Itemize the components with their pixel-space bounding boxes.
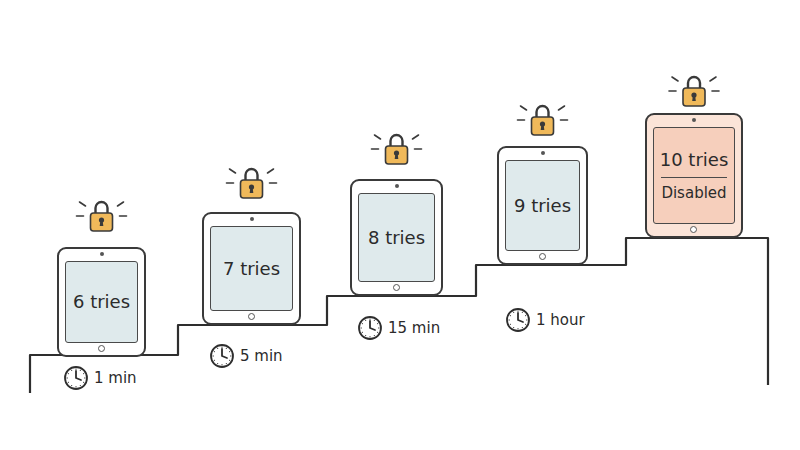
tablet-device: 6 tries — [57, 247, 146, 357]
tablet-device: 10 triesDisabled — [645, 113, 744, 238]
wait-time: 5 min — [240, 347, 283, 365]
wait-time: 15 min — [388, 319, 440, 337]
home-button — [393, 284, 400, 291]
clock-icon — [359, 317, 381, 339]
tablet-screen: 8 tries — [358, 193, 435, 282]
home-button — [248, 313, 255, 320]
home-button — [98, 345, 105, 352]
tries-count: 9 tries — [514, 195, 571, 217]
home-button — [539, 253, 546, 260]
camera-dot — [541, 151, 545, 155]
tries-count: 6 tries — [73, 291, 130, 313]
home-button — [690, 226, 697, 233]
clock-icon — [507, 309, 529, 331]
tablet-screen: 9 tries — [505, 160, 580, 251]
tries-count: 10 tries — [660, 149, 729, 171]
tries-count: 7 tries — [223, 258, 280, 280]
padlock — [518, 106, 568, 135]
padlock — [227, 169, 277, 198]
camera-dot — [100, 252, 104, 256]
tablet-device: 8 tries — [350, 179, 443, 296]
tablet-screen: 10 triesDisabled — [653, 127, 736, 224]
wait-time: 1 hour — [536, 311, 585, 329]
camera-dot — [250, 217, 254, 221]
tablet-screen: 6 tries — [65, 261, 138, 343]
wait-time: 1 min — [94, 369, 137, 387]
padlock — [77, 202, 127, 231]
camera-dot — [692, 118, 696, 122]
camera-dot — [395, 184, 399, 188]
tries-count: 8 tries — [368, 227, 425, 249]
clock-icon — [65, 367, 87, 389]
tablet-screen: 7 tries — [210, 226, 293, 311]
clock-icon — [211, 345, 233, 367]
padlock — [372, 135, 422, 164]
tablet-device: 9 tries — [497, 146, 588, 265]
padlock — [669, 77, 719, 106]
tablet-device: 7 tries — [202, 212, 301, 325]
status-text: Disabled — [661, 177, 726, 202]
